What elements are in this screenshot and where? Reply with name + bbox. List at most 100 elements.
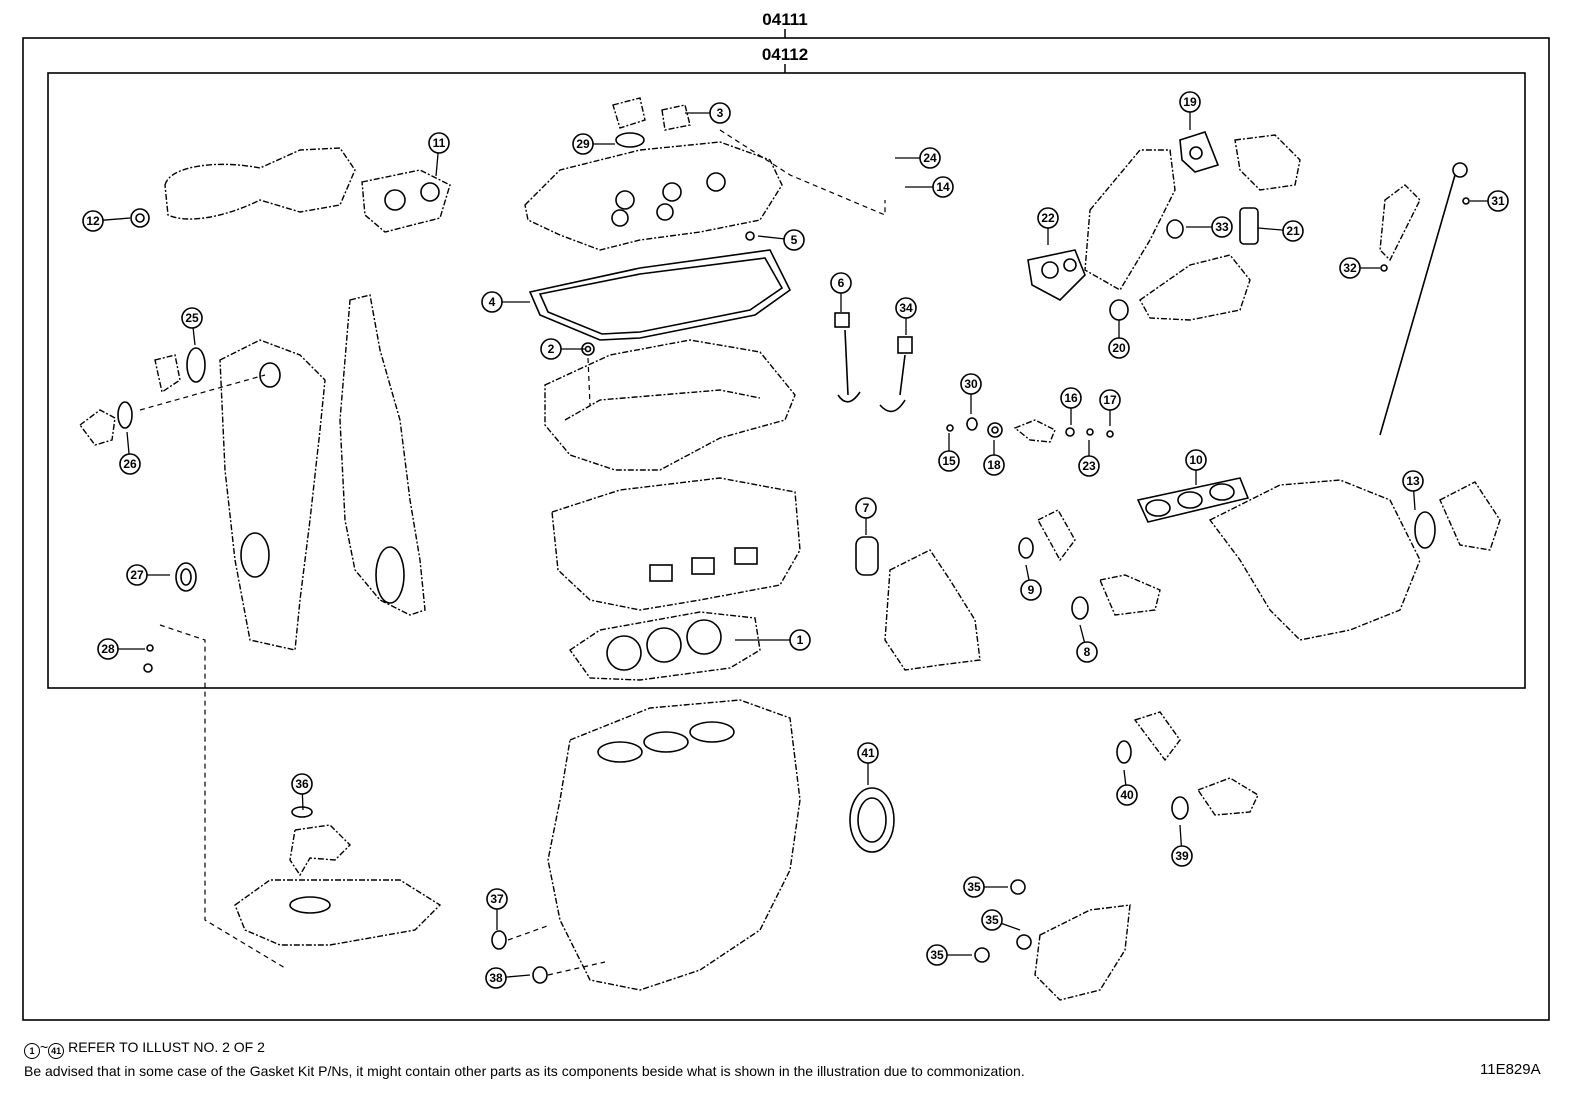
- callout-13: 13: [1402, 470, 1424, 511]
- range-start-number: 1: [24, 1043, 40, 1059]
- cylinder-head-drawing: [551, 477, 801, 611]
- callout-6: 6: [830, 272, 852, 312]
- manifold-flange-drawing: [361, 169, 451, 233]
- callout-number: 39: [1175, 849, 1189, 863]
- callout-41: 41: [857, 742, 879, 785]
- callout-number: 4: [489, 295, 496, 309]
- exhaust-gasket-22-drawing: [1027, 249, 1086, 301]
- assembly-dashed-lines: [139, 129, 886, 976]
- seal-12-drawing: [130, 208, 150, 228]
- callout-circle: [926, 944, 948, 966]
- callout-number: 16: [1064, 391, 1078, 405]
- callout-40: 40: [1116, 769, 1138, 806]
- callout-circle: [709, 102, 731, 124]
- callout-number: 26: [123, 457, 137, 471]
- callout-number: 37: [490, 892, 504, 906]
- callout-number: 33: [1215, 220, 1229, 234]
- callout-20: 20: [1108, 320, 1130, 359]
- callout-circle: [572, 133, 594, 155]
- range-end-number: 41: [48, 1043, 65, 1059]
- callout-number: 20: [1112, 341, 1126, 355]
- callout-leader: [757, 235, 785, 240]
- water-pump-drawing: [1034, 904, 1131, 1001]
- callout-circle: [932, 176, 954, 198]
- callout-26: 26: [119, 431, 141, 475]
- callout-11: 11: [428, 132, 450, 177]
- callout-32: 32: [1339, 257, 1380, 279]
- callout-leader: [505, 974, 531, 978]
- callout-circle: [855, 497, 877, 519]
- callout-circle: [1282, 220, 1304, 242]
- callout-number: 5: [791, 233, 798, 247]
- callout-leader: [102, 217, 131, 221]
- callout-number: 3: [717, 106, 724, 120]
- valve-34-drawing: [879, 354, 906, 413]
- callout-circle: [1339, 257, 1361, 279]
- callout-circle: [983, 454, 1005, 476]
- callout-circle: [1116, 784, 1138, 806]
- callout-19: 19: [1179, 91, 1201, 130]
- sensor-drawing: [1013, 419, 1056, 443]
- callout-29: 29: [572, 133, 615, 155]
- callout-25: 25: [181, 307, 203, 346]
- callout-27: 27: [126, 564, 170, 586]
- callout-number: 17: [1103, 393, 1117, 407]
- range-note: 1~41 REFER TO ILLUST NO. 2 OF 2: [24, 1039, 265, 1059]
- range-separator: ~: [40, 1039, 49, 1055]
- callout-3: 3: [685, 102, 731, 124]
- callout-leader: [1179, 824, 1183, 847]
- o-ring-26-drawing: [117, 401, 133, 429]
- callout-circle: [789, 629, 811, 651]
- callout-number: 18: [987, 458, 1001, 472]
- callout-number: 23: [1082, 459, 1096, 473]
- callout-31: 31: [1470, 190, 1509, 212]
- callout-circle: [1185, 449, 1207, 471]
- callout-number: 28: [101, 642, 115, 656]
- timing-cover-drawing: [219, 339, 326, 651]
- callout-circle: [938, 450, 960, 472]
- intake-manifold-drawing: [1208, 479, 1421, 641]
- oil-filler-cap-drawing: [612, 97, 646, 129]
- callout-number: 34: [899, 301, 913, 315]
- gasket-20-drawing: [1109, 299, 1129, 321]
- callout-leader: [126, 431, 130, 455]
- callout-2: 2: [540, 338, 585, 360]
- callout-circle: [783, 229, 805, 251]
- callout-10: 10: [1185, 449, 1207, 485]
- callout-leader: [1025, 564, 1030, 581]
- exhaust-flange-19-drawing: [1179, 131, 1220, 173]
- callout-circle: [1179, 91, 1201, 113]
- callout-circle: [1078, 455, 1100, 477]
- oil-strainer-drawing: [289, 824, 351, 877]
- oil-seal-27-drawing: [175, 562, 197, 592]
- rear-oil-seal-41-drawing: [849, 787, 895, 853]
- callout-8: 8: [1076, 624, 1098, 663]
- callout-circle: [291, 773, 313, 795]
- callout-circle: [1402, 470, 1424, 492]
- exhaust-pipe-drawing: [164, 147, 356, 220]
- callout-number: 22: [1041, 211, 1055, 225]
- callout-21: 21: [1257, 220, 1304, 242]
- callout-number: 10: [1189, 453, 1203, 467]
- callout-leader: [1001, 922, 1021, 931]
- timing-cover-inner-drawing: [339, 294, 426, 616]
- callout-number: 7: [863, 501, 870, 515]
- callout-number: 35: [985, 913, 999, 927]
- callout-28: 28: [97, 638, 145, 660]
- callout-leader: [301, 793, 304, 811]
- callout-number: 9: [1028, 583, 1035, 597]
- callout-circle: [895, 297, 917, 319]
- cylinder-block-drawing: [547, 699, 801, 991]
- callout-34: 34: [895, 297, 917, 335]
- callout-number: 29: [576, 137, 590, 151]
- callout-number: 30: [964, 377, 978, 391]
- callout-16: 16: [1060, 387, 1082, 425]
- callout-circle: [1060, 387, 1082, 409]
- callout-number: 15: [942, 454, 956, 468]
- callout-number: 14: [936, 180, 950, 194]
- callout-circle: [181, 307, 203, 329]
- callout-circle: [857, 742, 879, 764]
- callout-circle: [82, 210, 104, 232]
- callout-circle: [960, 373, 982, 395]
